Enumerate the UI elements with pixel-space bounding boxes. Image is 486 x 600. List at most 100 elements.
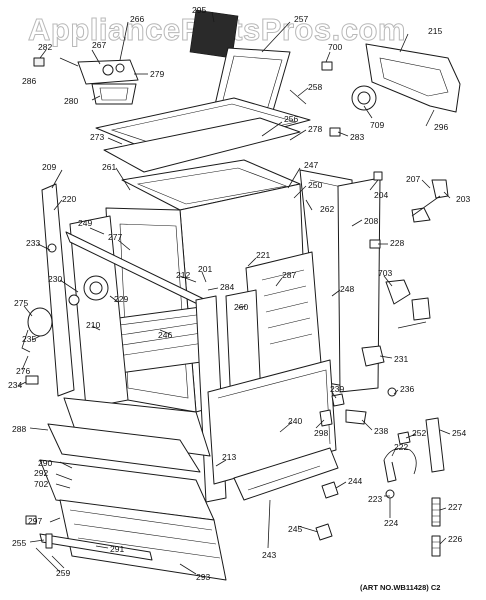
switch-part: [25, 375, 39, 385]
part-label-208: 208: [364, 216, 378, 226]
part-label-210: 210: [86, 320, 100, 330]
part-label-224: 224: [384, 518, 398, 528]
part-label-277: 277: [108, 232, 122, 242]
part-label-238: 238: [374, 426, 388, 436]
leveling-leg-part: [315, 523, 333, 541]
part-label-250: 250: [308, 180, 322, 190]
part-label-261: 261: [102, 162, 116, 172]
bracket-part: [329, 127, 341, 137]
part-label-298: 298: [314, 428, 328, 438]
part-label-207: 207: [406, 174, 420, 184]
back-vent-part: [351, 43, 461, 113]
oven-light-part: [21, 307, 53, 353]
part-label-257: 257: [294, 14, 308, 24]
clip-part: [397, 431, 411, 445]
part-label-245: 245: [288, 524, 302, 534]
part-label-282: 282: [38, 42, 52, 52]
bracket-part: [361, 345, 385, 367]
part-label-296: 296: [434, 122, 448, 132]
screw-part: [387, 387, 397, 397]
part-label-292: 292: [34, 468, 48, 478]
part-label-247: 247: [304, 160, 318, 170]
part-label-230: 230: [48, 274, 62, 284]
part-label-290: 290: [38, 458, 52, 468]
leveling-leg-part: [321, 481, 339, 499]
clip-part: [345, 409, 367, 425]
part-label-275: 275: [14, 298, 28, 308]
part-label-246: 246: [158, 330, 172, 340]
part-label-283: 283: [350, 132, 364, 142]
oven-body: [39, 97, 381, 581]
part-label-226: 226: [448, 534, 462, 544]
part-label-233: 233: [26, 238, 40, 248]
screw-part: [397, 321, 427, 329]
leader-lines: [17, 11, 451, 575]
part-label-209: 209: [42, 162, 56, 172]
screw-part: [385, 489, 395, 499]
burner-assembly-part: [33, 57, 139, 105]
part-labels: 295 266 257 700 215 282 267 279 286 280 …: [8, 5, 470, 582]
igniter-part: [68, 275, 109, 306]
part-label-203: 203: [456, 194, 470, 204]
part-label-255: 255: [12, 538, 26, 548]
fastener-part: [373, 171, 383, 181]
part-label-286: 286: [22, 76, 36, 86]
part-label-234: 234: [8, 380, 22, 390]
hinge-arm-part: [425, 417, 445, 473]
clip-part: [319, 409, 333, 427]
part-label-235: 235: [22, 334, 36, 344]
part-label-287: 287: [282, 270, 296, 280]
part-label-279: 279: [150, 69, 164, 79]
part-label-236: 236: [400, 384, 414, 394]
part-label-278: 278: [308, 124, 322, 134]
part-label-239: 239: [330, 384, 344, 394]
part-label-267: 267: [92, 40, 106, 50]
part-label-223: 223: [368, 494, 382, 504]
part-label-248: 248: [340, 284, 354, 294]
hinge-spring-part: [431, 497, 441, 527]
part-label-254: 254: [452, 428, 466, 438]
clip-part: [331, 393, 345, 407]
door-hinge-part: [383, 447, 417, 483]
part-label-709: 709: [370, 120, 384, 130]
part-label-260: 260: [234, 302, 248, 312]
part-label-280: 280: [64, 96, 78, 106]
part-label-297: 297: [28, 516, 42, 526]
part-label-258: 258: [308, 82, 322, 92]
part-label-252: 252: [412, 428, 426, 438]
part-label-240: 240: [288, 416, 302, 426]
part-label-229: 229: [114, 294, 128, 304]
leveling-leg-part: [45, 533, 53, 549]
part-label-213: 213: [222, 452, 236, 462]
part-label-273: 273: [90, 132, 104, 142]
part-label-700: 700: [328, 42, 342, 52]
part-label-204: 204: [374, 190, 388, 200]
part-label-262: 262: [320, 204, 334, 214]
wire-harness-part: [411, 179, 449, 223]
part-label-288: 288: [12, 424, 26, 434]
part-label-295: 295: [192, 5, 206, 15]
part-label-201: 201: [198, 264, 212, 274]
foot-part: [25, 515, 37, 525]
clip-part: [321, 61, 333, 71]
part-label-228: 228: [390, 238, 404, 248]
spring-part: [431, 535, 441, 557]
part-label-284: 284: [220, 282, 234, 292]
part-label-276: 276: [16, 366, 30, 376]
part-label-243: 243: [262, 550, 276, 560]
rod-part: [35, 547, 61, 573]
screw-part: [289, 89, 307, 105]
part-label-212: 212: [176, 270, 190, 280]
art-number: (ART NO.WB11428) C2: [360, 583, 440, 592]
part-label-703: 703: [378, 268, 392, 278]
part-label-244: 244: [348, 476, 362, 486]
part-label-256: 256: [284, 114, 298, 124]
part-label-221: 221: [256, 250, 270, 260]
part-label-220: 220: [62, 194, 76, 204]
part-label-215: 215: [428, 26, 442, 36]
part-label-291: 291: [110, 544, 124, 554]
hinge-part: [411, 297, 431, 321]
part-label-293: 293: [196, 572, 210, 582]
part-label-231: 231: [394, 354, 408, 364]
